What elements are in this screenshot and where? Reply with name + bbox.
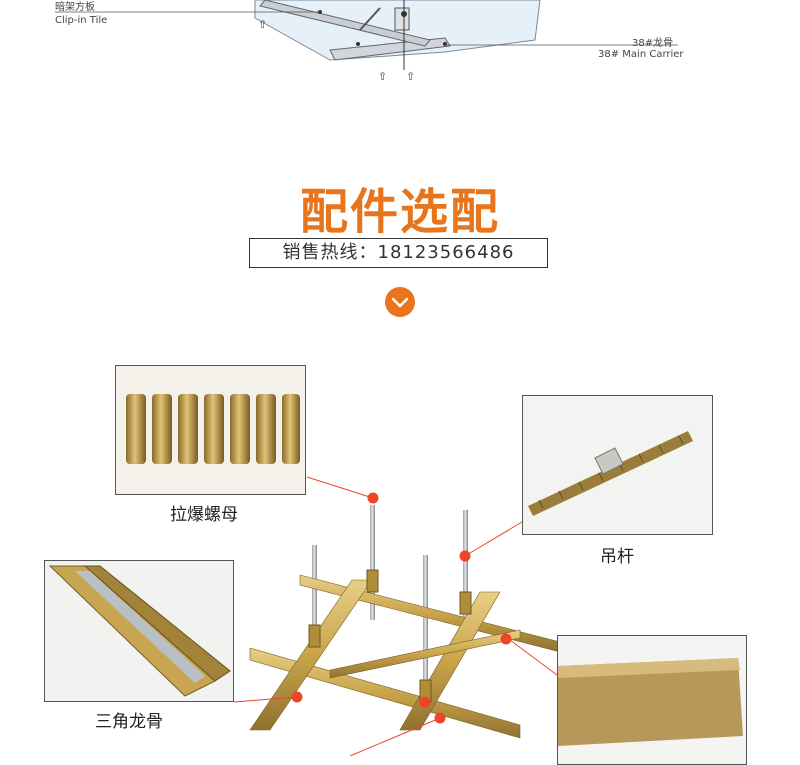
expansion-nut-photo: [115, 365, 306, 495]
triangle-keel-photo: [44, 560, 234, 702]
section-title: 配件选配: [299, 184, 500, 240]
ceiling-frame-drawing: [233, 476, 561, 757]
main-carrier-label-cn: 38#龙骨: [632, 38, 674, 49]
callout-dot: [500, 633, 512, 645]
expansion-nut-label: 拉爆螺母: [170, 505, 238, 525]
svg-text:⇧: ⇧: [378, 70, 387, 83]
main-channel-photo: [557, 635, 747, 765]
ceiling-diagram: ⇧ ⇧ ⇧ 暗架方板 Clip-in Tile 38#龙骨 38# Main C…: [0, 0, 800, 95]
callout-dot: [434, 712, 446, 724]
clip-in-tile-label-en: Clip-in Tile: [55, 15, 108, 26]
ceiling-diagram-drawing: ⇧ ⇧ ⇧: [55, 0, 678, 83]
hanger-rod-label: 吊杆: [600, 547, 634, 567]
expansion-nut-image: [116, 366, 305, 494]
callout-dot: [367, 492, 379, 504]
svg-text:⇧: ⇧: [258, 18, 267, 31]
chevron-down-icon: [391, 297, 409, 308]
main-channel-image: [558, 636, 746, 764]
scroll-down-button[interactable]: [385, 287, 415, 317]
hanger-rod-image: [523, 396, 712, 534]
callout-dot: [419, 696, 431, 708]
svg-text:⇧: ⇧: [406, 70, 415, 83]
hanger-rod-photo: [522, 395, 713, 535]
sales-hotline: 销售热线：18123566486: [249, 238, 548, 268]
callout-dot: [291, 691, 303, 703]
clip-in-tile-label-cn: 暗架方板: [55, 2, 95, 13]
triangle-keel-label: 三角龙骨: [95, 712, 163, 732]
callout-dot: [459, 550, 471, 562]
main-carrier-label-en: 38# Main Carrier: [598, 49, 684, 60]
triangle-keel-image: [45, 561, 233, 701]
accessory-illustration: [0, 330, 800, 757]
